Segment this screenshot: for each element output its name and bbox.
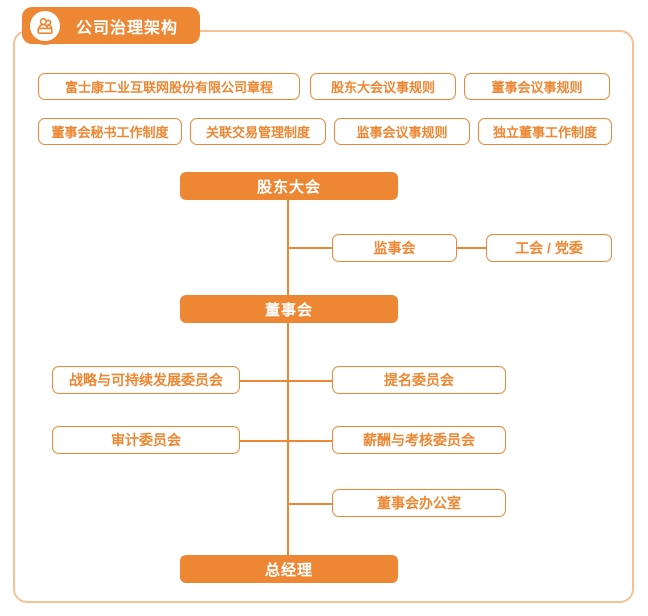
connector-supervisory-branch bbox=[287, 247, 332, 249]
policy-box-board-secretary-system: 董事会秘书工作制度 bbox=[38, 118, 182, 145]
policy-box-board-meeting-rules: 董事会议事规则 bbox=[464, 73, 610, 100]
node-board-office: 董事会办公室 bbox=[332, 489, 506, 517]
connector-committee-row2 bbox=[240, 440, 332, 442]
meeting-podium-icon bbox=[28, 8, 62, 43]
node-nomination-committee: 提名委员会 bbox=[332, 366, 506, 394]
connector-committee-row1 bbox=[240, 380, 332, 382]
policy-box-independent-director-system: 独立董事工作制度 bbox=[478, 118, 612, 145]
node-board-of-directors: 董事会 bbox=[180, 295, 398, 323]
node-shareholders-meeting: 股东大会 bbox=[180, 172, 398, 200]
policy-box-related-transactions-system: 关联交易管理制度 bbox=[190, 118, 326, 145]
policy-box-company-charter: 富士康工业互联网股份有限公司章程 bbox=[38, 73, 300, 100]
connector-board-office-branch bbox=[287, 503, 332, 505]
page-title: 公司治理架构 bbox=[76, 19, 179, 37]
node-audit-committee: 审计委员会 bbox=[52, 426, 240, 454]
node-supervisory-board: 监事会 bbox=[332, 234, 457, 262]
connector-main-vertical bbox=[287, 200, 289, 556]
connector-supervisory-to-union bbox=[457, 247, 486, 249]
node-union-party-committee: 工会 / 党委 bbox=[486, 234, 612, 262]
policy-box-shareholders-meeting-rules: 股东大会议事规则 bbox=[310, 73, 456, 100]
header-tab: 公司治理架构 bbox=[22, 7, 201, 44]
node-general-manager: 总经理 bbox=[180, 555, 398, 583]
node-strategy-sustainability-committee: 战略与可持续发展委员会 bbox=[52, 366, 240, 394]
node-remuneration-assessment-committee: 薪酬与考核委员会 bbox=[332, 426, 506, 454]
policy-box-supervisory-board-rules: 监事会议事规则 bbox=[334, 118, 470, 145]
